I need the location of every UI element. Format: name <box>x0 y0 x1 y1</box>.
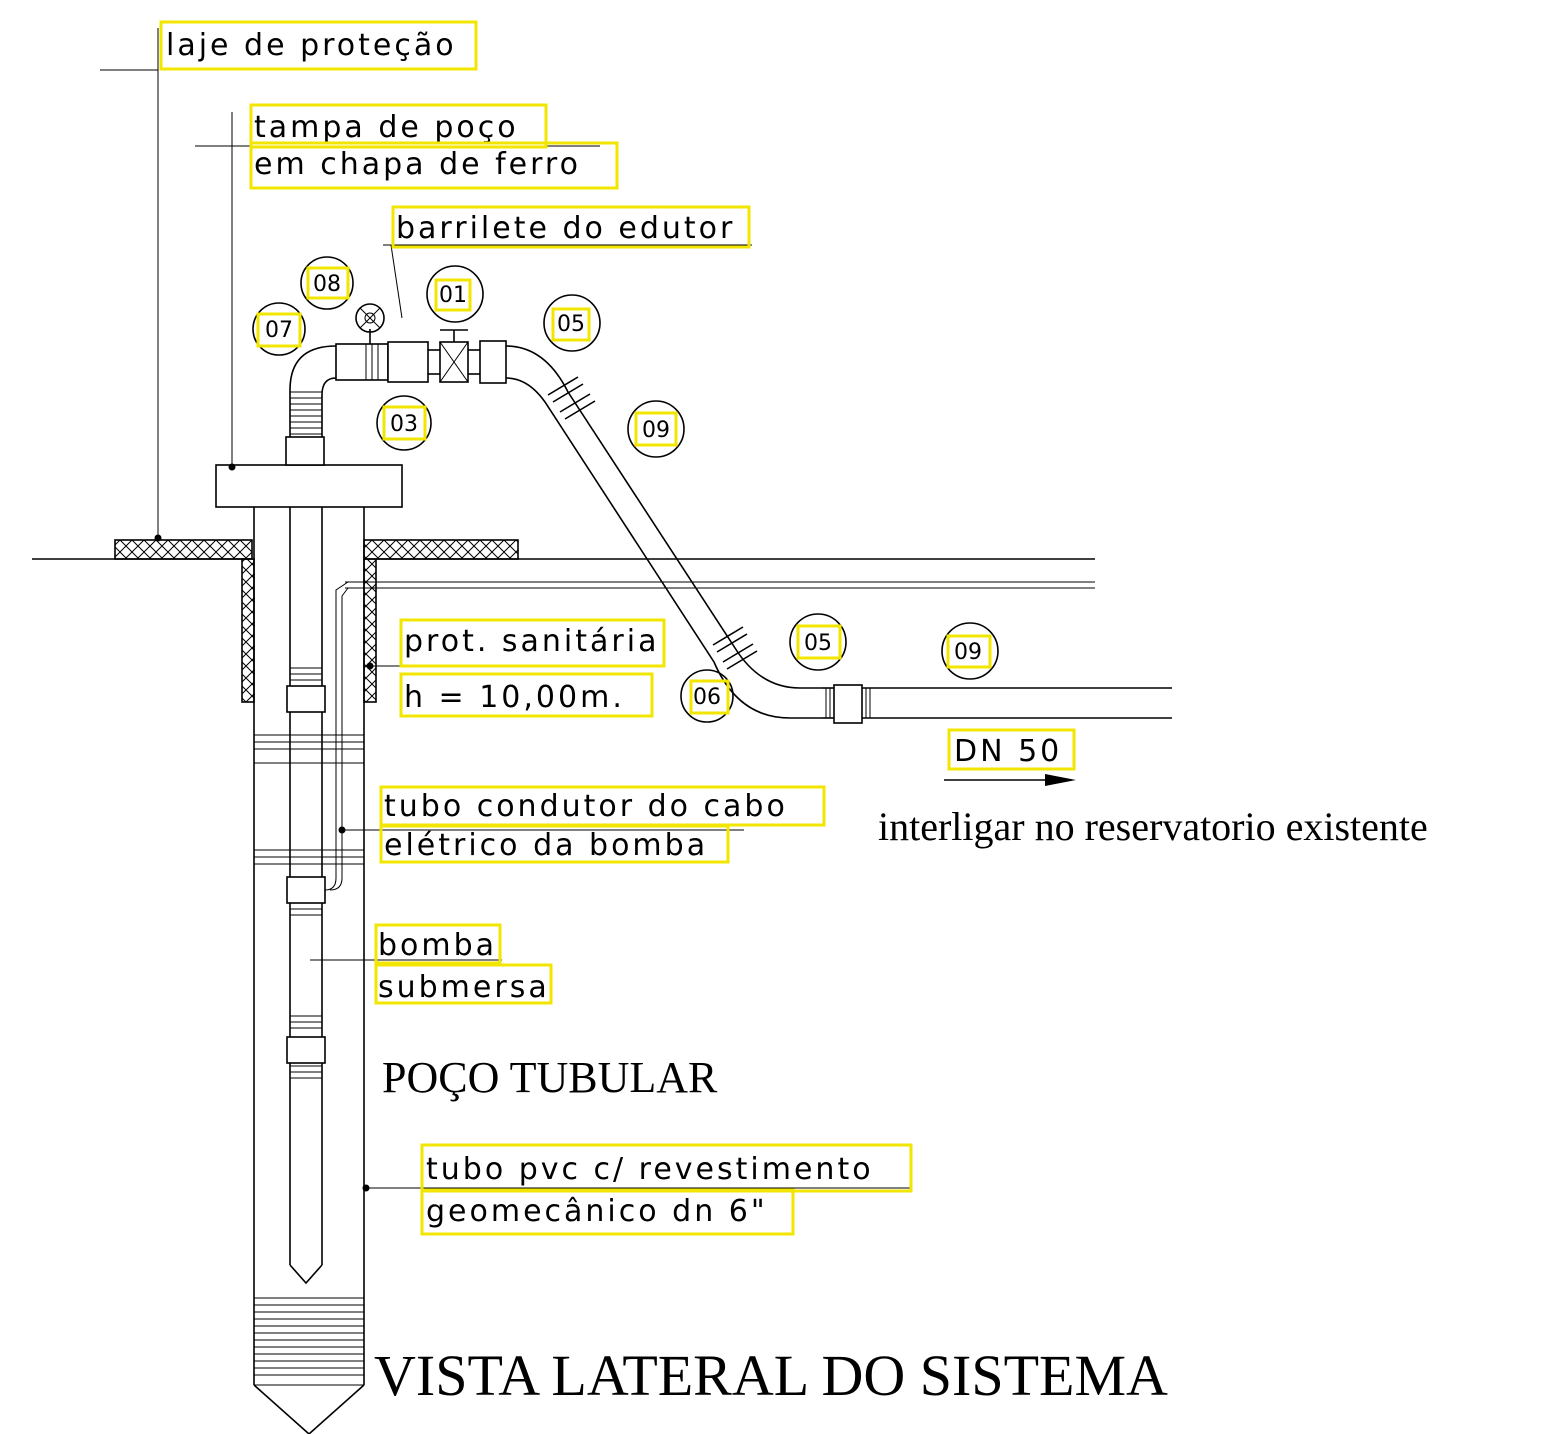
pvc-casing <box>253 507 365 1434</box>
label-interligar: interligar no reservatorio existente <box>878 804 1428 849</box>
label-dn50: DN 50 <box>954 734 1062 769</box>
label-prot-sanitaria: prot. sanitária <box>404 624 659 659</box>
barrilete-header <box>289 303 507 437</box>
flow-arrow <box>944 774 1076 786</box>
item-07: 07 <box>265 318 293 343</box>
label-chapa-ferro: em chapa de ferro <box>254 147 581 182</box>
drawing-title: VISTA LATERAL DO SISTEMA <box>374 1343 1168 1408</box>
item-09-bottom: 09 <box>954 640 982 665</box>
item-balloons: 08 07 01 05 03 09 05 09 06 <box>252 256 999 723</box>
item-06: 06 <box>693 685 721 710</box>
label-submersa: submersa <box>378 970 550 1005</box>
label-tubo-condutor: tubo condutor do cabo <box>384 789 788 824</box>
label-geomecanico: geomecânico dn 6" <box>426 1194 768 1229</box>
item-08: 08 <box>313 272 341 297</box>
well-cap <box>215 464 403 508</box>
label-poco-tubular: POÇO TUBULAR <box>382 1053 718 1102</box>
item-05-bottom: 05 <box>804 631 832 656</box>
label-tampa-poco: tampa de poço <box>254 110 519 145</box>
label-tubo-pvc: tubo pvc c/ revestimento <box>426 1152 874 1187</box>
text-highlight-boxes <box>159 20 1076 1236</box>
leader-lines <box>100 28 912 1192</box>
delivery-pipe <box>505 345 1172 724</box>
item-03: 03 <box>390 412 418 437</box>
item-01: 01 <box>439 283 467 308</box>
label-barrilete-edutor: barrilete do edutor <box>396 211 735 246</box>
label-eletrico-bomba: elétrico da bomba <box>384 828 708 863</box>
item-09-top: 09 <box>642 418 670 443</box>
drop-pipe-and-pump <box>286 507 326 1285</box>
item-05-top: 05 <box>557 312 585 337</box>
label-bomba: bomba <box>378 928 497 963</box>
cable-conduit <box>324 581 349 891</box>
label-laje-protecao: laje de proteção <box>166 28 457 63</box>
label-profundidade: h = 10,00m. <box>404 680 625 715</box>
